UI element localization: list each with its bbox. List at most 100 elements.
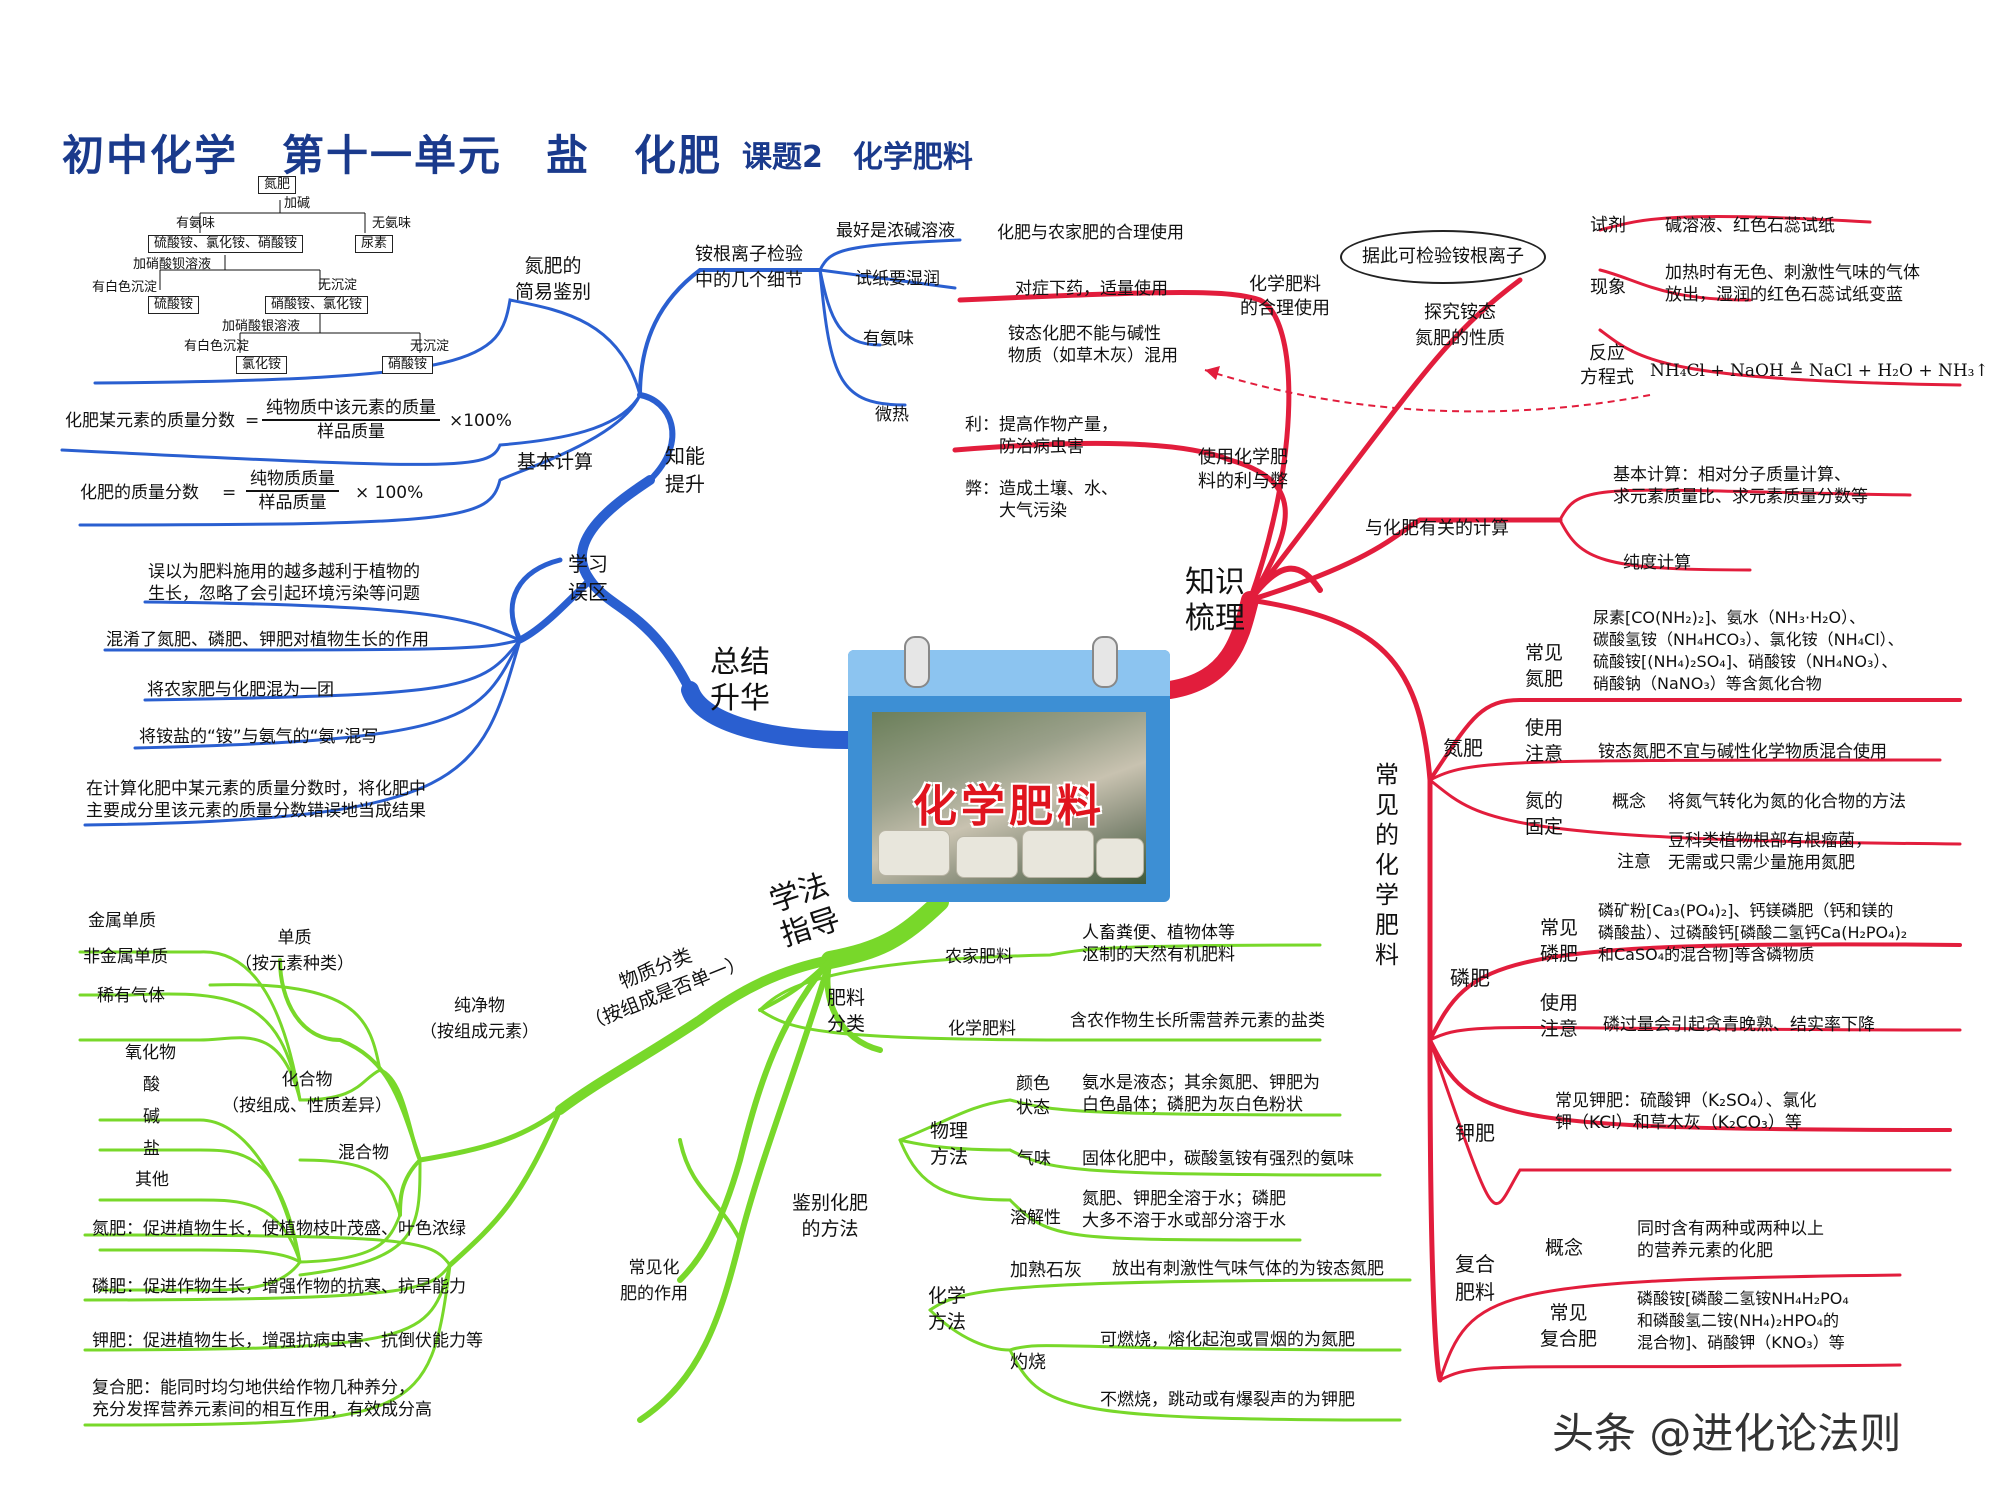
center-label: 化学肥料 xyxy=(913,781,1105,832)
node-calc: 与化肥有关的计算 xyxy=(1365,518,1509,539)
heli-item-3: 铵态化肥不能与碱性 物质（如草木灰）混用 xyxy=(1008,324,1178,366)
jiafei-value: 常见钾肥：硫酸钾（K₂SO₄）、氯化 钾（KCl）和草木灰（K₂CO₃）等 xyxy=(1555,1091,1817,1133)
reaction-equation: NH₄Cl + NaOH ≜ NaCl + H₂O + NH₃↑ xyxy=(1650,361,1989,381)
bubble-callout: 据此可检验铵根离子 xyxy=(1340,230,1546,284)
shiji-label: 试剂 xyxy=(1590,215,1626,236)
yanse-label: 颜色 状态 xyxy=(1016,1074,1050,1118)
node-xiwu: 学习 误区 xyxy=(568,552,608,604)
chart-ammonium-nitrate: 硝酸铵 xyxy=(382,356,434,374)
zhuoshao-item-2: 不燃烧，跳动或有爆裂声的为钾肥 xyxy=(1100,1390,1355,1410)
huahe-item-4: 盐 xyxy=(143,1139,160,1159)
linfei-sy-value: 磷过量会引起贪青晚熟、结实率下降 xyxy=(1603,1015,1875,1035)
rongjie-value: 氮肥、钾肥全溶于水；磷肥 大多不溶于水或部分溶于水 xyxy=(1082,1189,1286,1231)
huaxue-label: 化学肥料 xyxy=(948,1019,1016,1039)
page-title: 初中化学 第十一单元 盐 化肥 xyxy=(62,131,723,180)
huahe-item-2: 酸 xyxy=(143,1075,160,1095)
huahe-item-3: 碱 xyxy=(143,1107,160,1127)
chart-group1: 硫酸铵、氯化铵、硝酸铵 xyxy=(148,235,304,253)
gainian-label: 概念 xyxy=(1612,792,1646,812)
formula2-tail: × 100% xyxy=(355,483,424,503)
calendar-header xyxy=(848,650,1170,696)
huahe-item-1: 氧化物 xyxy=(125,1043,176,1063)
chart-group2: 硝酸铵、氯化铵 xyxy=(265,296,369,314)
mistake-1: 误以为肥料施用的越多越利于植物的 生长，忽略了会引起环境污染等问题 xyxy=(148,562,420,604)
node-wuli: 物理 方法 xyxy=(930,1120,969,1168)
jiance-item-3: 有氨味 xyxy=(863,329,914,349)
zhuyi-label: 注意 xyxy=(1617,852,1651,872)
chart-no-ppt2: 无沉淀 xyxy=(410,339,450,354)
heli-item-1: 化肥与农家肥的合理使用 xyxy=(997,223,1184,243)
node-linfei: 磷肥 xyxy=(1450,966,1490,990)
jiance-item-2: 试纸要湿润 xyxy=(855,269,940,289)
node-jisuan: 基本计算 xyxy=(517,451,594,473)
node-hunhe: 混合物 xyxy=(338,1143,389,1163)
linfei-sy: 使用 注意 xyxy=(1540,992,1579,1040)
chart-urea: 尿素 xyxy=(355,235,394,253)
rongjie-label: 溶解性 xyxy=(1010,1208,1061,1228)
formula2-label: 化肥的质量分数 xyxy=(80,483,199,503)
linfei-cj: 常见 磷肥 xyxy=(1540,917,1579,965)
danzhi-item-2: 非金属单质 xyxy=(83,947,168,967)
qiwei-label: 气味 xyxy=(1017,1149,1051,1169)
danfei-cj-value: 尿素[CO(NH₂)₂]、氨水（NH₃·H₂O）、 碳酸氢铵（NH₄HCO₃）、… xyxy=(1593,608,1904,693)
jiance-item-1: 最好是浓碱溶液 xyxy=(836,221,955,241)
bag-shape xyxy=(956,836,1018,878)
zhuyi-value: 豆科类植物根部有根瘤菌， 无需或只需少量施用氮肥 xyxy=(1668,831,1872,873)
node-libi: 使用化学肥 料的利与弊 xyxy=(1198,447,1288,492)
chart-ammonium-chloride: 氯化铵 xyxy=(236,356,288,374)
node-feiliao: 肥料 分类 xyxy=(827,987,866,1035)
mistake-3: 将农家肥与化肥混为一团 xyxy=(147,680,334,700)
shihui-label: 加熟石灰 xyxy=(1010,1260,1082,1281)
fertilizer-photo: 化学肥料 xyxy=(872,712,1146,884)
center-calendar: 化学肥料 xyxy=(848,636,1170,902)
mistake-2: 混淆了氮肥、磷肥、钾肥对植物生长的作用 xyxy=(106,630,429,650)
zhuoshao-label: 灼烧 xyxy=(1010,1352,1046,1373)
xianxiang-value: 加热时有无色、刺激性气味的气体 放出，湿润的红色石蕊试纸变蓝 xyxy=(1665,263,1920,305)
gainian-value: 将氮气转化为氮的化合物的方法 xyxy=(1668,792,1906,812)
node-tanjiu: 探究铵态 氮肥的性质 xyxy=(1415,302,1505,349)
nongjia-value: 人畜粪便、植物体等 沤制的天然有机肥料 xyxy=(1082,923,1235,965)
fuhe-gn-value: 同时含有两种或两种以上 的营养元素的化肥 xyxy=(1637,1219,1824,1261)
calc-item-1: 基本计算：相对分子质量计算、 求元素质量比、求元素质量分数等 xyxy=(1613,465,1868,507)
node-jiance: 铵根离子检验 中的几个细节 xyxy=(695,244,803,291)
chart-smell: 有氨味 xyxy=(176,216,216,231)
node-fuhe: 复合 肥料 xyxy=(1455,1252,1495,1304)
chart-add-bano3: 加硝酸钡溶液 xyxy=(133,257,212,272)
chart-top: 氮肥 xyxy=(258,176,297,194)
formula2-den: 样品质量 xyxy=(258,493,327,513)
linfei-cj-value: 磷矿粉[Ca₃(PO₄)₂]、钙镁磷肥（钙和镁的 磷酸盐）、过磷酸钙[磷酸二氢钙… xyxy=(1598,901,1908,964)
calc-item-2: 纯度计算 xyxy=(1623,553,1691,573)
formula2-eq: = xyxy=(222,483,237,503)
fuhe-cj: 常见 复合肥 xyxy=(1540,1302,1598,1350)
watermark: 头条 @进化论法则 xyxy=(1552,1409,1902,1458)
formula1-tail: ×100% xyxy=(449,411,512,431)
calendar-ring-icon xyxy=(904,636,930,688)
qiwei-value: 固体化肥中，碳酸氢铵有强烈的氨味 xyxy=(1082,1149,1354,1169)
chart-no-ppt: 无沉淀 xyxy=(318,278,358,293)
formula1-den: 样品质量 xyxy=(317,422,385,442)
formula1-num: 纯物质中该元素的质量 xyxy=(262,397,440,421)
formula1-fraction: 纯物质中该元素的质量样品质量 xyxy=(262,397,440,443)
page-subtitle: 课题2 化学肥料 xyxy=(742,140,973,175)
bag-shape xyxy=(878,830,950,876)
node-jiafei: 钾肥 xyxy=(1455,1121,1495,1145)
fanying-label: 反应 方程式 xyxy=(1580,343,1634,388)
chart-no-smell: 无氨味 xyxy=(372,216,412,231)
shihui-value: 放出有刺激性气味气体的为铵态氮肥 xyxy=(1112,1259,1384,1279)
zhuoshao-item-1: 可燃烧，熔化起泡或冒烟的为氮肥 xyxy=(1100,1330,1355,1350)
shiji-value: 碱溶液、红色石蕊试纸 xyxy=(1665,216,1835,236)
fuhe-cj-value: 磷酸铵[磷酸二氢铵NH₄H₂PO₄ 和磷酸氢二铵(NH₄)₂HPO₄的 混合物]… xyxy=(1637,1289,1849,1352)
chart-add-agno3: 加硝酸银溶液 xyxy=(222,319,301,334)
jiance-item-4: 微热 xyxy=(875,405,909,425)
mistake-5: 在计算化肥中某元素的质量分数时，将化肥中 主要成分里该元素的质量分数错误地当成结… xyxy=(86,779,426,821)
chart-ammonium-sulfate: 硫酸铵 xyxy=(148,296,200,314)
formula1-eq: = xyxy=(245,411,260,431)
danzhi-item-3: 稀有气体 xyxy=(97,986,165,1006)
formula2-fraction: 纯物质质量样品质量 xyxy=(246,468,339,514)
zuoyong-item-2: 磷肥：促进作物生长，增强作物的抗寒、抗旱能力 xyxy=(92,1277,466,1297)
node-changjian: 常见的化学肥料 xyxy=(1375,761,1399,969)
formula2-num: 纯物质质量 xyxy=(246,468,339,492)
calendar-ring-icon xyxy=(1092,636,1118,688)
danfei-sy: 使用 注意 xyxy=(1525,717,1564,765)
